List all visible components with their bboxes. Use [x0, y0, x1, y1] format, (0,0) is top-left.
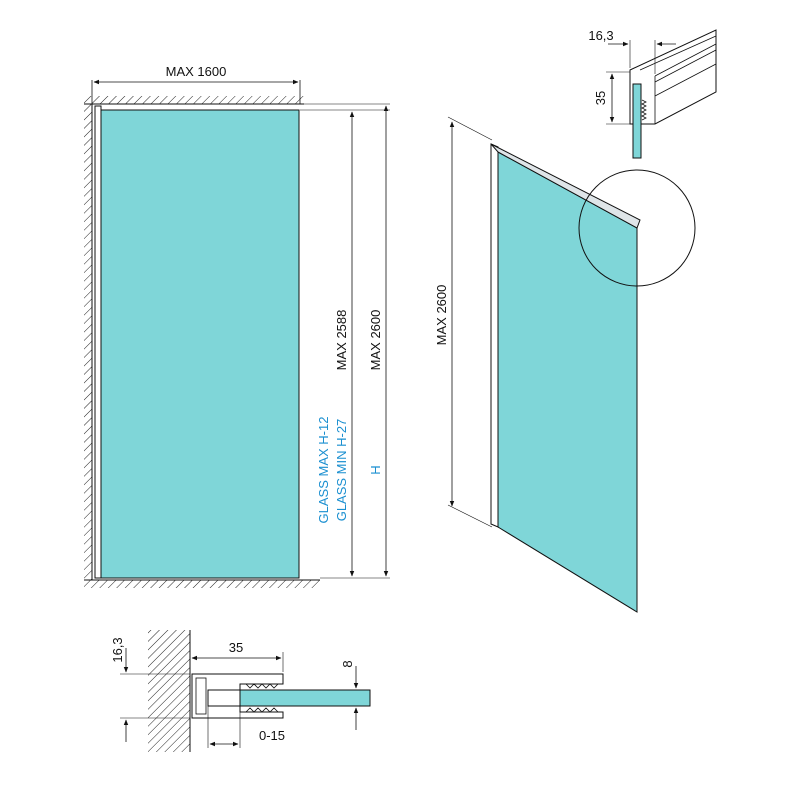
- section-teeth-bottom: [245, 707, 279, 713]
- profile-detail: 16,3 35: [588, 28, 717, 159]
- adjust-range-label: 0-15: [259, 728, 285, 743]
- glass-min-label: GLASS MIN H-27: [334, 419, 349, 522]
- top-rail: [490, 143, 641, 229]
- h-label: H: [368, 465, 383, 474]
- section-height-label: 16,3: [110, 637, 125, 662]
- detail-teeth: [641, 99, 647, 121]
- section-detail: 16,3 35 8 0-15: [110, 630, 371, 752]
- section-glass: [239, 689, 371, 707]
- max-2600-persp-label: MAX 2600: [434, 285, 449, 346]
- glass-max-label: GLASS MAX H-12: [316, 417, 331, 524]
- detail-glass: [632, 83, 642, 159]
- glass-thickness-label: 8: [340, 660, 355, 667]
- max-2588-label: MAX 2588: [334, 310, 349, 371]
- glass-panel-perspective: [497, 151, 638, 613]
- section-teeth-top: [245, 683, 279, 689]
- ceiling-hatch: [84, 96, 304, 104]
- perspective-view: MAX 2600: [434, 116, 696, 613]
- section-width-label: 35: [229, 640, 243, 655]
- perspective-profile: [490, 143, 499, 528]
- detail-height-label: 35: [593, 91, 608, 105]
- floor-hatch: [84, 580, 320, 588]
- max-width-label: MAX 1600: [166, 64, 227, 79]
- front-view: MAX 1600 MAX 2588 MAX 2600 GLASS MAX H-1…: [84, 64, 390, 588]
- detail-width-label: 16,3: [588, 28, 613, 43]
- glass-panel-front: [100, 109, 300, 579]
- max-2600-front-label: MAX 2600: [368, 310, 383, 371]
- wall-profile: [94, 105, 102, 579]
- detail-circle: [578, 169, 696, 287]
- section-wall-hatch: [148, 630, 190, 752]
- left-wall-hatch: [84, 104, 92, 580]
